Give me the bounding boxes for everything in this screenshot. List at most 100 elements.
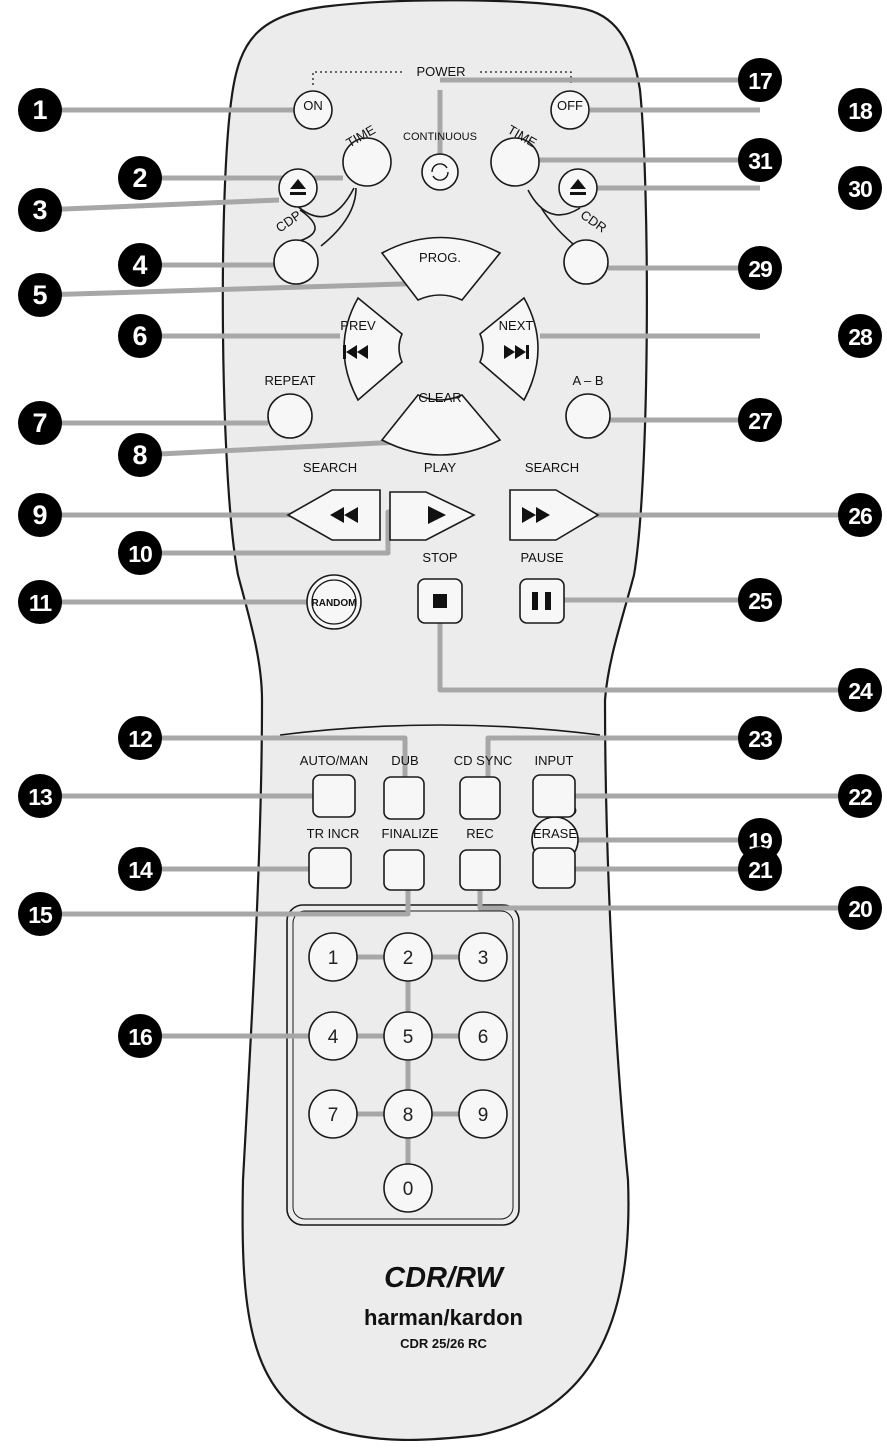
keypad-button-1[interactable]: 1 (308, 932, 358, 982)
off-button[interactable]: OFF (550, 90, 590, 130)
brand-model: CDR 25/26 RC (400, 1336, 487, 1351)
time-right-button[interactable]: TIME (490, 122, 540, 187)
stop-label: STOP (422, 550, 457, 565)
callout-number: 8 (132, 440, 147, 470)
keypad-digit-1: 1 (328, 948, 339, 969)
eject-right-button[interactable] (558, 168, 598, 208)
callout-24: 24 (838, 668, 882, 712)
continuous-button-body (421, 153, 459, 191)
keypad-digit-3: 3 (478, 948, 489, 969)
next-label: NEXT (499, 318, 534, 333)
callout-badge (838, 774, 882, 818)
on-label: ON (303, 98, 323, 113)
prog-label: PROG. (419, 250, 461, 265)
callout-number: 15 (28, 902, 53, 928)
callout-4: 4 (118, 243, 162, 287)
input-button[interactable]: INPUT (532, 753, 576, 818)
ab-button[interactable]: A – B (565, 373, 611, 439)
callout-number: 12 (128, 726, 152, 752)
keypad-button-9[interactable]: 9 (458, 1089, 508, 1139)
keypad-button-body (383, 1163, 433, 1213)
callout-number: 30 (848, 176, 872, 202)
eject-left-button[interactable] (278, 168, 318, 208)
prev-button-body (343, 296, 403, 402)
ab-button-body (565, 393, 611, 439)
next-button[interactable]: NEXT (479, 296, 539, 402)
callout-23: 23 (738, 716, 782, 760)
keypad-button-body (383, 932, 433, 982)
callout-26: 26 (838, 493, 882, 537)
search_fwd-button-body (509, 489, 600, 541)
play-icon (428, 506, 446, 524)
rec-button[interactable]: REC (459, 826, 501, 891)
callout-badge (738, 398, 782, 442)
time_left-button-body (342, 137, 392, 187)
keypad-button-8[interactable]: 8 (383, 1089, 433, 1139)
keypad-button-5[interactable]: 5 (383, 1011, 433, 1061)
callout-9: 9 (18, 493, 62, 537)
leader-line-5 (39, 280, 436, 298)
callout-badge (738, 246, 782, 290)
callout-badge (838, 166, 882, 210)
callout-badge (18, 88, 62, 132)
tr_incr-button-body (308, 847, 352, 889)
dub-button[interactable]: DUB (383, 753, 425, 820)
repeat-button-body (267, 393, 313, 439)
clear-label: CLEAR (418, 390, 461, 405)
callout-number: 17 (748, 68, 772, 94)
callout-31: 31 (738, 138, 782, 182)
auto-man-button[interactable]: AUTO/MAN (300, 753, 368, 818)
skip-next-icon (504, 345, 529, 359)
keypad-digit-0: 0 (403, 1179, 414, 1200)
prog-button-body (380, 236, 502, 301)
callout-number: 9 (32, 500, 47, 530)
cd_sync-button-body (459, 776, 501, 820)
callout-7: 7 (18, 401, 62, 445)
keypad-digit-4: 4 (328, 1027, 339, 1048)
keypad-button-7[interactable]: 7 (308, 1089, 358, 1139)
keypad-panel (286, 904, 520, 1226)
time-left-button[interactable]: TIME (342, 122, 392, 187)
input-label: INPUT (535, 753, 574, 768)
on-button-body (293, 90, 333, 130)
callout-14: 14 (118, 847, 162, 891)
keypad-button-4[interactable]: 4 (308, 1011, 358, 1061)
erase-button[interactable]: ERASE (532, 826, 577, 889)
callout-number: 24 (848, 678, 873, 704)
power-label-bg (402, 61, 480, 81)
callout-1: 1 (18, 88, 62, 132)
repeat-button[interactable]: REPEAT (264, 373, 316, 439)
keypad-button-2[interactable]: 2 (383, 932, 433, 982)
pause-button[interactable]: PAUSE (519, 550, 565, 624)
keypad-button-6[interactable]: 6 (458, 1011, 508, 1061)
callout-3: 3 (18, 188, 62, 232)
tr-incr-button[interactable]: TR INCR (307, 826, 360, 889)
callout-badge (738, 847, 782, 891)
callout-27: 27 (738, 398, 782, 442)
callout-badge (118, 156, 162, 200)
finalize-button[interactable]: FINALIZE (381, 826, 439, 891)
on-button[interactable]: ON (293, 90, 333, 130)
prog-button[interactable]: PROG. (380, 236, 502, 301)
keypad-button-0[interactable]: 0 (383, 1163, 433, 1213)
continuous-button[interactable]: CONTINUOUS (403, 131, 477, 191)
keypad-button-3[interactable]: 3 (458, 932, 508, 982)
callout-number: 28 (848, 324, 873, 350)
callout-number: 1 (32, 95, 47, 125)
callout-badge (738, 716, 782, 760)
search-back-button[interactable]: SEARCH (286, 460, 381, 541)
random-button[interactable]: RANDOM (306, 574, 362, 630)
callout-badge (18, 892, 62, 936)
play-button[interactable]: PLAY (389, 460, 476, 541)
callout-badge (838, 493, 882, 537)
cd-sync-button[interactable]: CD SYNC (454, 753, 513, 820)
search-fwd-button[interactable]: SEARCH (509, 460, 600, 541)
callout-badge (118, 716, 162, 760)
rec-button-body (459, 849, 501, 891)
stop-button[interactable]: STOP (417, 550, 463, 624)
prev-button[interactable]: PREV (340, 296, 403, 402)
clear-button[interactable]: CLEAR (380, 390, 502, 456)
repeat-label: REPEAT (264, 373, 315, 388)
leader-line-33 (477, 890, 860, 911)
